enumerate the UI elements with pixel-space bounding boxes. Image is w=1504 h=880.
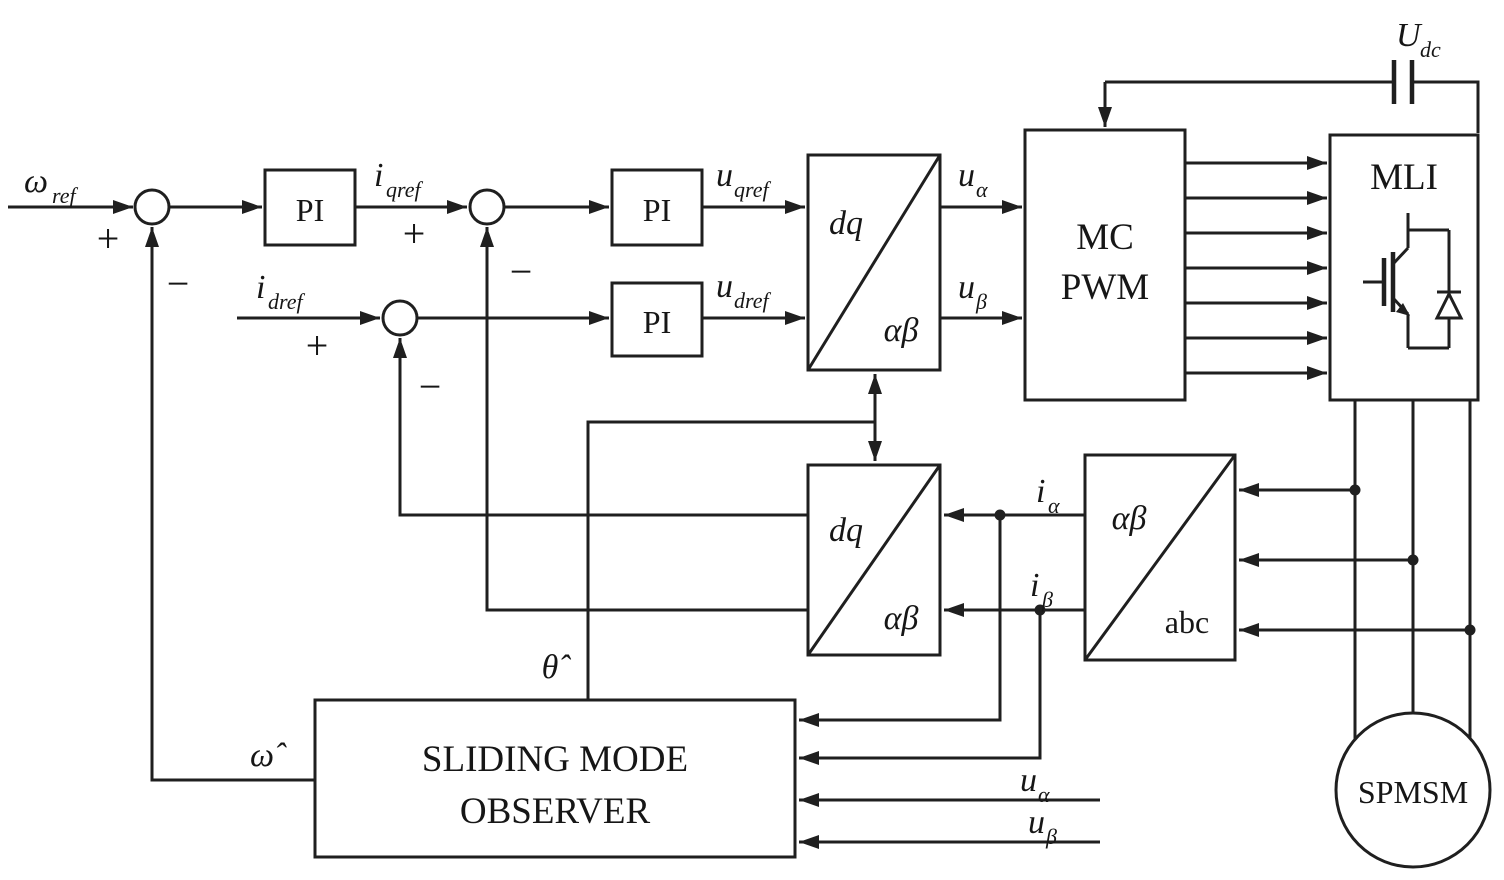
ubeta-observer-label: u (1028, 804, 1045, 841)
minus-sign-speed: − (167, 261, 190, 306)
dc-link-wire-right (1412, 80, 1480, 133)
ualpha-subscript: α (976, 177, 988, 202)
pi-d-label: PI (643, 304, 671, 340)
dc-capacitor-icon (1391, 60, 1415, 104)
observer-label-line1: SLIDING MODE (422, 739, 688, 780)
upper-dq-bottom-label: αβ (884, 312, 919, 349)
freewheel-diode-icon (1408, 228, 1464, 350)
udref-label: u (716, 268, 733, 305)
mc-pwm-block (1023, 128, 1187, 402)
ialpha-label: i (1036, 473, 1045, 510)
ualpha-label: u (958, 157, 975, 194)
ualpha-observer-label: u (1020, 762, 1037, 799)
idref-label: i (256, 269, 265, 306)
minus-sign-d: − (419, 364, 442, 409)
clarke-diagonal (1083, 454, 1237, 661)
observer-label-line2: OBSERVER (460, 791, 651, 832)
pi-d-current-block (610, 281, 704, 358)
inverse-park-diagonal (806, 154, 942, 371)
lower-dq-bottom-label: αβ (884, 600, 919, 637)
uqref-label: u (716, 157, 733, 194)
pi-q-current-block (610, 168, 704, 247)
ubeta-subscript: β (975, 289, 987, 314)
plus-sign-d: + (306, 323, 329, 368)
omega-feedback-wire (145, 227, 315, 782)
clarke-bottom-label: abc (1165, 604, 1209, 640)
upper-dq-top-label: dq (829, 205, 863, 242)
omega-ref-subscript: ref (52, 183, 79, 208)
junction-dot (994, 509, 1006, 521)
clarke-top-label: αβ (1112, 500, 1147, 537)
speed-sum-junction (133, 188, 171, 226)
omega-hat-label: ω̂ (250, 737, 287, 774)
q-current-sum-junction (468, 188, 506, 226)
junction-dot (1407, 554, 1419, 566)
uqref-subscript: qref (734, 177, 772, 202)
ialpha-to-observer-wire (799, 515, 1002, 727)
ialpha-subscript: α (1048, 493, 1060, 518)
park-diagonal (806, 464, 942, 656)
junction-dots (994, 484, 1476, 636)
omega-ref-label: ω (24, 163, 48, 200)
junction-dot (1464, 624, 1476, 636)
ibeta-to-observer-wire (799, 610, 1042, 765)
ubeta-observer-subscript: β (1045, 824, 1057, 849)
mc-pwm-label-line1: MC (1076, 217, 1134, 258)
iqref-subscript: qref (386, 177, 424, 202)
udref-subscript: dref (734, 288, 772, 313)
sum-junction-signs: + − + − + − (97, 211, 533, 409)
theta-wire (586, 420, 875, 700)
theta-hat-label: θ̂ (542, 649, 572, 686)
mc-pwm-label-line2: PWM (1061, 267, 1149, 308)
plus-sign-q: + (403, 211, 426, 256)
mli-label: MLI (1370, 157, 1438, 198)
lower-dq-top-label: dq (829, 512, 863, 549)
igbt-collector-diagonal (1391, 246, 1410, 266)
block-labels: PI PI PI dq αβ dq αβ αβ abc MC PWM MLI S… (296, 157, 1468, 832)
spmsm-label: SPMSM (1358, 774, 1468, 810)
id-feedback-wire (393, 338, 808, 517)
junction-dot (1034, 604, 1046, 616)
junction-dot (1349, 484, 1361, 496)
signal-labels: ω ref i qref i dref u qref u dref u α u … (24, 17, 1441, 849)
pi-q-label: PI (643, 192, 671, 228)
iq-feedback-wire (480, 227, 808, 612)
udc-subscript: dc (1420, 37, 1441, 62)
ubeta-label: u (958, 269, 975, 306)
idref-subscript: dref (268, 289, 306, 314)
spmsm-motor (1334, 711, 1492, 869)
sliding-mode-observer-block (313, 698, 797, 859)
udc-label: U (1396, 17, 1423, 54)
pi-speed-block (263, 168, 357, 247)
blocks (133, 60, 1492, 869)
ibeta-subscript: β (1041, 587, 1053, 612)
igbt-icon (1363, 213, 1410, 348)
igbt-emitter-arrow (1396, 303, 1410, 316)
d-current-sum-junction (381, 299, 419, 337)
pi-speed-label: PI (296, 192, 324, 228)
mli-inverter-block (1328, 133, 1480, 402)
wires (8, 80, 1480, 849)
ibeta-label: i (1030, 567, 1039, 604)
minus-sign-q: − (510, 249, 533, 294)
ualpha-observer-subscript: α (1038, 782, 1050, 807)
iqref-label: i (374, 157, 383, 194)
plus-sign-speed: + (97, 216, 120, 261)
